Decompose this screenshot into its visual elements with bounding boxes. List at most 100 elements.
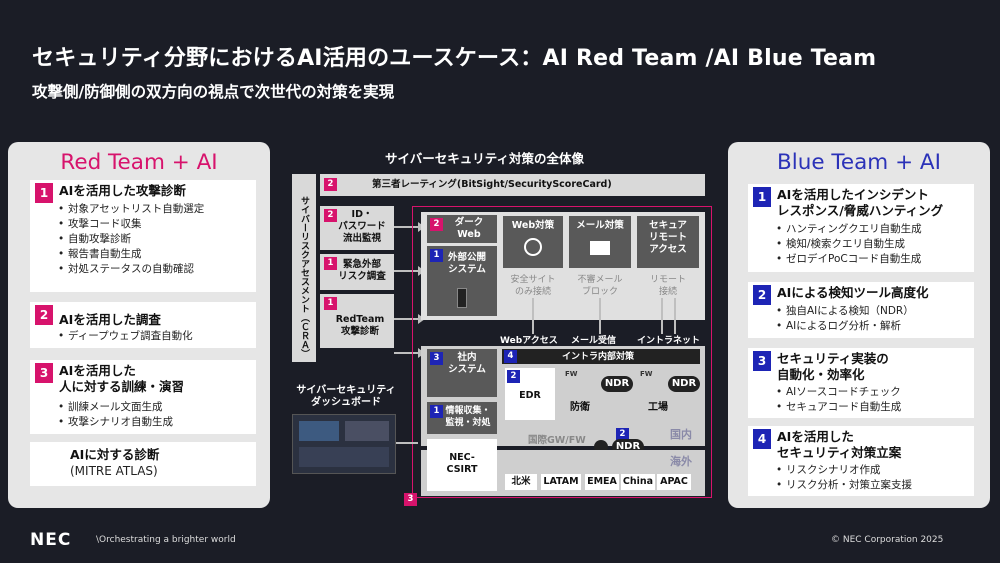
edr-box: 2 EDR [505,368,555,420]
blue-card-3-title: セキュリティ実装の 自動化・効率化 [777,351,889,382]
redteam-badge: 1 [324,297,337,310]
connector [661,298,663,334]
page-subtitle: 攻撃側/防御側の双方向の視点で次世代の対策を実現 [32,83,395,101]
intra-label: イントラ内部対策 [562,352,635,362]
intra-measure-bar: 4 イントラ内部対策 [502,349,700,364]
blue-card-4-number: 4 [753,429,771,449]
red-card-2: 2 AIを活用した調査 ディープウェブ調査自動化 [30,302,256,348]
ndr-defense: NDR [601,376,633,392]
fw-factory-label: FW [640,370,653,378]
info-monitor-box: 1 情報収集・ 監視・対処 [427,402,497,434]
blue-card-3-number: 3 [753,351,771,371]
red-team-heading: Red Team + AI [60,150,218,175]
server-icon [457,288,467,308]
remote-access-label: セキュア リモート アクセス [648,220,687,255]
blue-card-1-number: 1 [753,187,771,207]
red-card-4: AIに対する診断 (MITRE ATLAS) [30,442,256,486]
dashboard-panel [345,421,389,441]
web-sub-label: 安全サイト のみ接続 [510,275,556,297]
red-card-1-title: AIを活用した攻撃診断 [59,183,186,198]
edr-badge: 2 [507,370,520,383]
blue-card-1-title: AIを活用したインシデント レスポンス/脅威ハンティング [777,187,944,218]
red-card-3-number: 3 [35,363,53,383]
red-card-4-note: (MITRE ATLAS) [70,464,158,478]
third-party-rating-bar: 2 第三者レーティング(BitSight/SecurityScoreCard) [320,174,705,196]
gw-fw-label: 国際GW/FW [528,435,586,446]
diagram-title: サイバーセキュリティ対策の全体像 [385,151,585,166]
darkweb-label: ダーク Web [454,217,484,240]
web-measure-box: Web対策 [503,216,563,268]
blue-card-1-bullet: 検知/検索クエリ自動生成 [776,237,905,252]
overseas-label: 海外 [670,455,692,468]
fw-defense-label: FW [565,370,578,378]
region-north-america: 北米 [505,474,537,490]
blue-card-1-bullet: ハンティングクエリ自動生成 [776,222,922,237]
connector [396,442,418,444]
dashboard-panel [299,447,389,467]
id-leak-box: 2 ID・ パスワード 流出監視 [320,206,394,250]
darkweb-box: 2 ダーク Web [427,215,497,243]
red-card-3-bullet: 攻撃シナリオ自動生成 [58,415,173,430]
region-latam: LATAM [541,474,581,490]
blue-card-3: 3 セキュリティ実装の 自動化・効率化 AIソースコードチェック セキュアコード… [748,348,974,418]
emergency-badge: 1 [324,257,337,270]
footer-copyright: © NEC Corporation 2025 [831,535,944,545]
blue-card-4-title: AIを活用した セキュリティ対策立案 [777,429,902,460]
mail-measure-box: メール対策 [569,216,631,268]
csirt-box: NEC- CSIRT [427,439,497,491]
emergency-risk-box: 1 緊急外部 リスク調査 [320,254,394,290]
dashboard-screenshot [292,414,396,474]
red-card-1-bullet: 攻撃コード収集 [58,217,141,232]
blue-card-3-bullet: AIソースコードチェック [776,385,901,400]
footer-tagline: \Orchestrating a brighter world [96,535,236,545]
id-leak-badge: 2 [324,209,337,222]
red-card-2-bullet: ディープウェブ調査自動化 [58,329,193,344]
red-card-1-bullet: 対処ステータスの自動確認 [58,262,194,277]
red-team-panel: Red Team + AI 1 AIを活用した攻撃診断 対象アセットリスト自動選… [8,142,270,508]
blue-card-1: 1 AIを活用したインシデント レスポンス/脅威ハンティング ハンティングクエリ… [748,184,974,272]
mail-sub-label: 不審メール ブロック [577,275,623,297]
red-card-1-bullet: 自動攻撃診断 [58,232,131,247]
nec-logo: NEC [30,530,72,550]
emergency-label: 緊急外部 リスク調査 [338,259,386,282]
connector [674,298,676,334]
redteam-label: RedTeam 攻撃診断 [335,314,385,337]
red-card-4-title: AIに対する診断 [70,447,160,462]
red-card-1: 1 AIを活用した攻撃診断 対象アセットリスト自動選定 攻撃コード収集 自動攻撃… [30,180,256,292]
red-card-3-title: AIを活用した 人に対する訓練・演習 [59,363,185,394]
blue-card-4-bullet: リスク分析・対策立案支援 [776,478,912,493]
page-title: セキュリティ分野におけるAI活用のユースケース：AI Red Team /AI … [32,46,877,71]
mail-receive-label: メール受信 [571,336,617,346]
public-badge: 1 [430,249,443,262]
edr-label: EDR [519,390,541,401]
blue-card-2: 2 AIによる検知ツール高度化 独自AIによる検知（NDR） AIによるログ分析… [748,282,974,338]
internal-badge: 3 [430,352,443,365]
redteam-box: 1 RedTeam 攻撃診断 [320,294,394,348]
globe-icon [524,238,542,256]
dashboard-label: サイバーセキュリティ ダッシュボード [296,385,396,408]
darkweb-badge: 2 [430,218,443,231]
region-china: China [621,474,655,490]
info-badge: 1 [430,405,443,418]
blue-card-4: 4 AIを活用した セキュリティ対策立案 リスクシナリオ作成 リスク分析・対策立… [748,426,974,496]
rating-badge: 2 [324,178,337,191]
internal-system-box: 3 社内 システム [427,349,497,397]
cyber-risk-assessment-bar: サイバーリスクアセスメント（ＣＲＡ） [292,174,316,362]
intra-badge: 4 [504,350,517,363]
public-system-box: 1 外部公開 システム [427,246,497,316]
domestic-label: 国内 [670,428,692,441]
red-card-2-number: 2 [35,305,53,325]
gw-badge: 2 [616,428,629,441]
blue-card-2-bullet: 独自AIによる検知（NDR） [776,304,914,319]
remote-sub-label: リモート 接続 [649,275,686,297]
remote-access-box: セキュア リモート アクセス [637,216,699,268]
security-scope-frame [412,206,712,498]
scope-badge: 3 [404,493,417,506]
intranet-label: イントラネット [637,336,701,346]
mail-measure-label: メール対策 [576,220,624,231]
ndr-factory: NDR [668,376,700,392]
connector [599,298,601,334]
id-leak-label: ID・ パスワード 流出監視 [338,209,386,244]
red-card-3: 3 AIを活用した 人に対する訓練・演習 訓練メール文面生成 攻撃シナリオ自動生… [30,360,256,434]
blue-card-3-bullet: セキュアコード自動生成 [776,400,901,415]
